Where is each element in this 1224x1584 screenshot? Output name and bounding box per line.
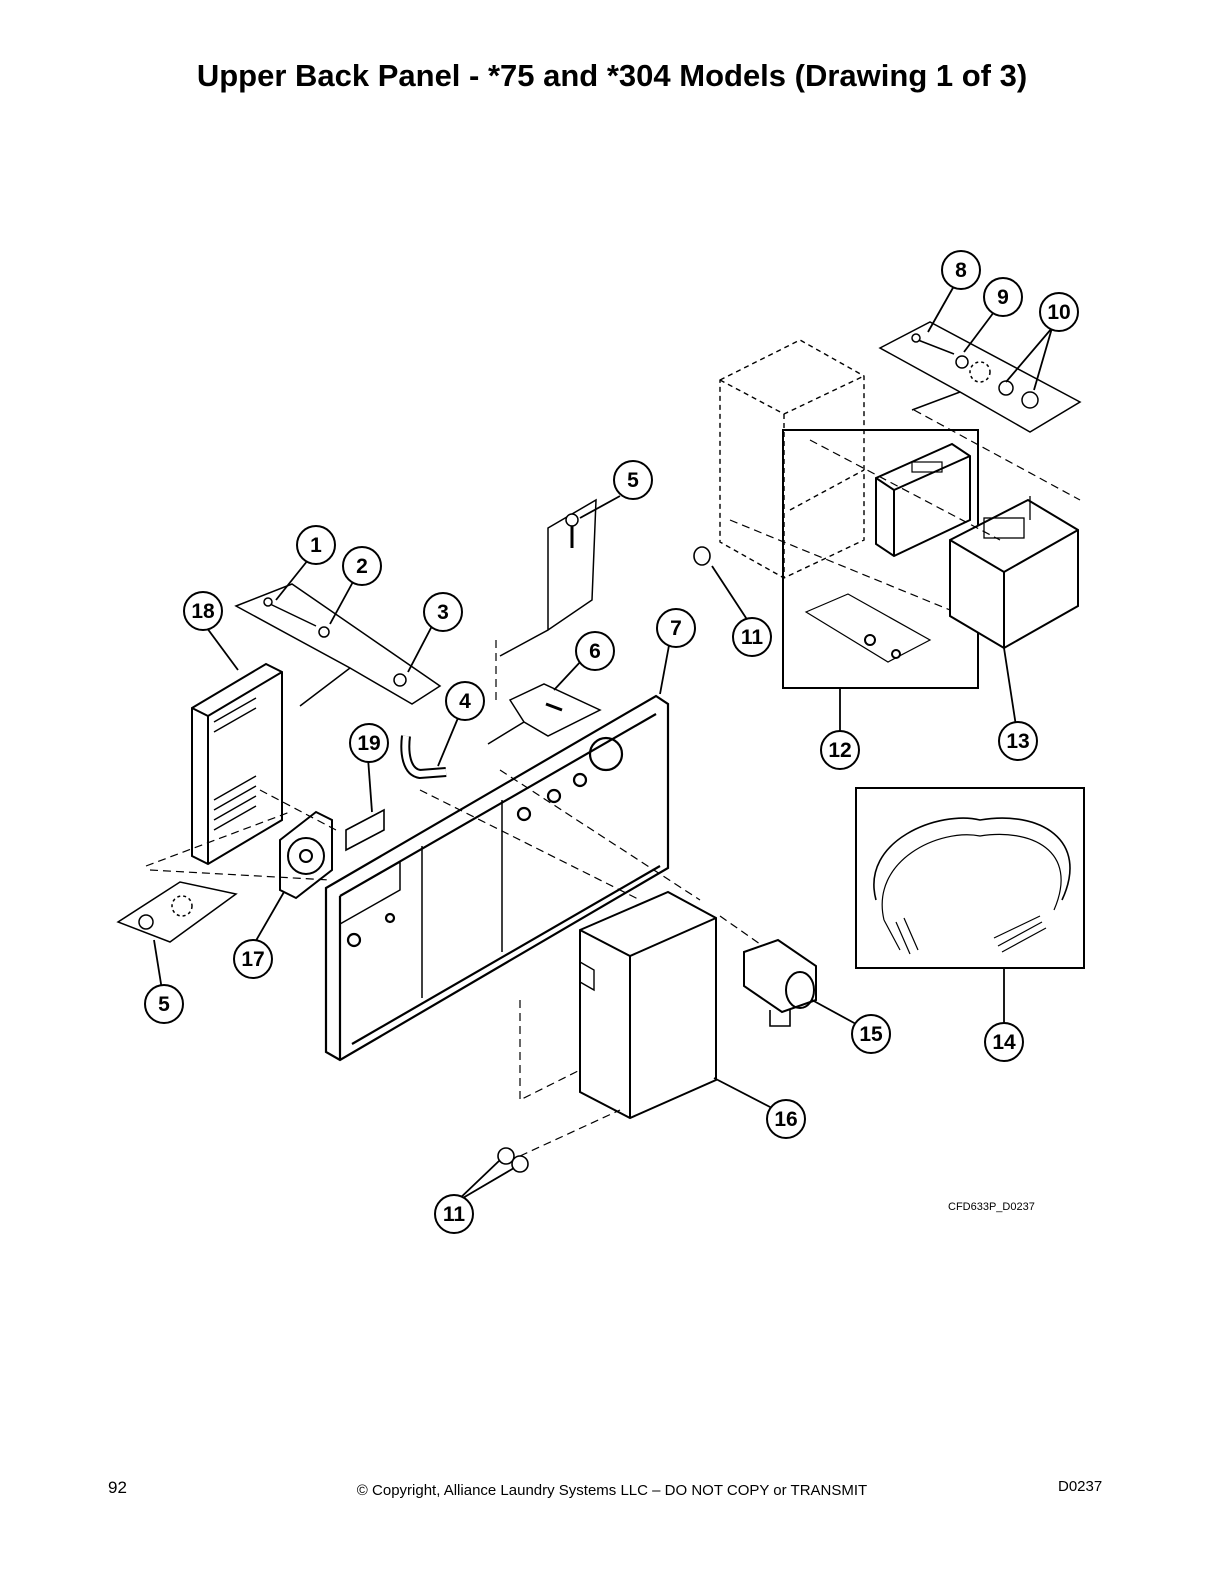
copyright-notice: © Copyright, Alliance Laundry Systems LL… [356,1482,868,1499]
rear-cover [191,662,283,866]
callout-18: 18 [191,600,215,623]
callout-10: 10 [1047,301,1070,324]
pressure-switch [743,938,817,1027]
callout-12: 12 [828,739,851,762]
callout-9: 9 [997,286,1009,309]
callout-9-circle [983,277,1023,317]
callout-5a-circle [613,460,653,500]
callout-18-circle [183,591,223,631]
page-title: Upper Back Panel - *75 and *304 Models (… [196,58,1028,93]
callout-1-circle [296,525,336,565]
callout-8: 8 [955,259,967,282]
callout-7: 7 [670,617,682,640]
callout-11-top: 11 [741,626,764,649]
callout-2-circle [342,546,382,586]
callout-6: 6 [589,640,601,663]
control-box-outline [719,339,865,579]
callout-19-circle [349,723,389,763]
screw-washer-nut-tray [878,321,1082,433]
drive-module [949,496,1079,650]
drawing-code: CFD633P_D0237 [948,1201,1035,1213]
relay-board-assembly [782,429,979,689]
junction-box [579,890,717,1120]
callout-5b-circle [144,984,184,1024]
callout-11b-circle [434,1194,474,1234]
hole-plugs [497,546,711,1173]
callout-17-circle [233,939,273,979]
callout-17: 17 [241,948,264,971]
callout-6-circle [575,631,615,671]
callout-8-circle [941,250,981,290]
callout-3-circle [423,592,463,632]
callout-12-circle [820,730,860,770]
callout-7-circle [656,608,696,648]
callout-16-circle [766,1099,806,1139]
fastener-strip-middle [487,683,602,745]
hose-grommet [400,735,447,780]
callout-15-circle [851,1014,891,1054]
callout-14: 14 [992,1031,1016,1054]
cooling-fan [279,810,333,900]
fastener-strip-top-left [234,583,442,707]
callout-14-circle [984,1022,1024,1062]
fastener-strip-bottom-left [116,881,238,943]
callout-1: 1 [310,534,322,557]
callout-numbers: 8 9 10 5 1 2 18 3 7 6 11 4 19 12 13 17 5… [158,259,1071,1226]
callout-4: 4 [459,690,471,713]
leader-lines [153,285,1053,1203]
callout-16: 16 [774,1108,797,1131]
callout-2: 2 [356,555,368,578]
page-number: 92 [108,1478,127,1497]
callout-19: 19 [357,732,380,755]
fastener-strip-top [499,498,597,657]
warning-label [345,808,385,852]
wire-harness-box [855,787,1085,969]
callout-13: 13 [1006,730,1029,753]
assembly-dashed-lines [145,409,1081,1157]
callout-11-bottom: 11 [443,1203,466,1226]
callout-11a-circle [732,617,772,657]
callout-5-top: 5 [627,469,639,492]
document-code: D0237 [1058,1478,1103,1495]
callout-5-bottom: 5 [158,993,170,1016]
callout-4-circle [445,681,485,721]
upper-back-panel [324,694,670,1062]
callout-3: 3 [437,601,449,624]
callout-15: 15 [859,1023,883,1046]
callout-13-circle [998,721,1038,761]
callout-10-circle [1039,292,1079,332]
callout-circles [144,250,1079,1234]
